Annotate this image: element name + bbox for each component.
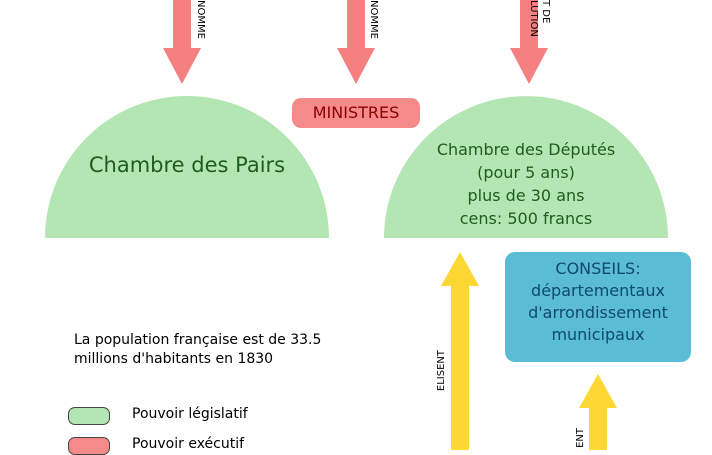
chambre-deputes-age: plus de 30 ans [467, 186, 585, 205]
legend-label-executif: Pouvoir exécutif [132, 436, 245, 452]
population-note: La population française est de 33.5 mill… [74, 331, 354, 369]
legend-swatch-executif [68, 437, 110, 455]
nomme-label-left: NOMME [195, 0, 206, 39]
dissolution-label-line1: T DE [540, 0, 551, 24]
chambre-deputes-cens: cens: 500 francs [459, 209, 593, 228]
down-arrow-middle [337, 0, 375, 84]
population-note-line1: La population française est de 33.5 [74, 332, 322, 348]
chambre-deputes-duration: (pour 5 ans) [477, 163, 575, 182]
ministres-box: MINISTRES [292, 98, 420, 128]
down-arrow-right [510, 0, 548, 84]
down-arrow-left [163, 0, 201, 84]
chambre-deputes-text: Chambre des Députés (pour 5 ans) plus de… [384, 138, 668, 230]
nomme-label-middle: NOMME [368, 0, 379, 39]
conseils-title: CONSEILS: [555, 259, 641, 278]
chambre-pairs-label: Chambre des Pairs [88, 153, 286, 177]
elisent-label-conseils: ENT [575, 428, 586, 448]
conseils-box: CONSEILS: départementaux d'arrondissemen… [505, 252, 691, 362]
conseils-arrondissement: d'arrondissement [528, 303, 668, 322]
conseils-departementaux: départementaux [531, 281, 665, 300]
chambre-pairs-dome [45, 96, 329, 238]
conseils-municipaux: municipaux [551, 325, 645, 344]
chambre-deputes-title: Chambre des Députés [436, 140, 616, 159]
dissolution-label-line2: LUTION [528, 0, 539, 37]
elisent-label: ELISENT [436, 350, 447, 392]
up-arrow-elisent [441, 252, 479, 450]
up-arrow-conseils [579, 374, 617, 450]
chambre-deputes-dome [384, 96, 668, 238]
legend-swatch-legislatif [68, 407, 110, 425]
legend-label-legislatif: Pouvoir législatif [132, 406, 248, 422]
population-note-line2: millions d'habitants en 1830 [74, 351, 274, 367]
